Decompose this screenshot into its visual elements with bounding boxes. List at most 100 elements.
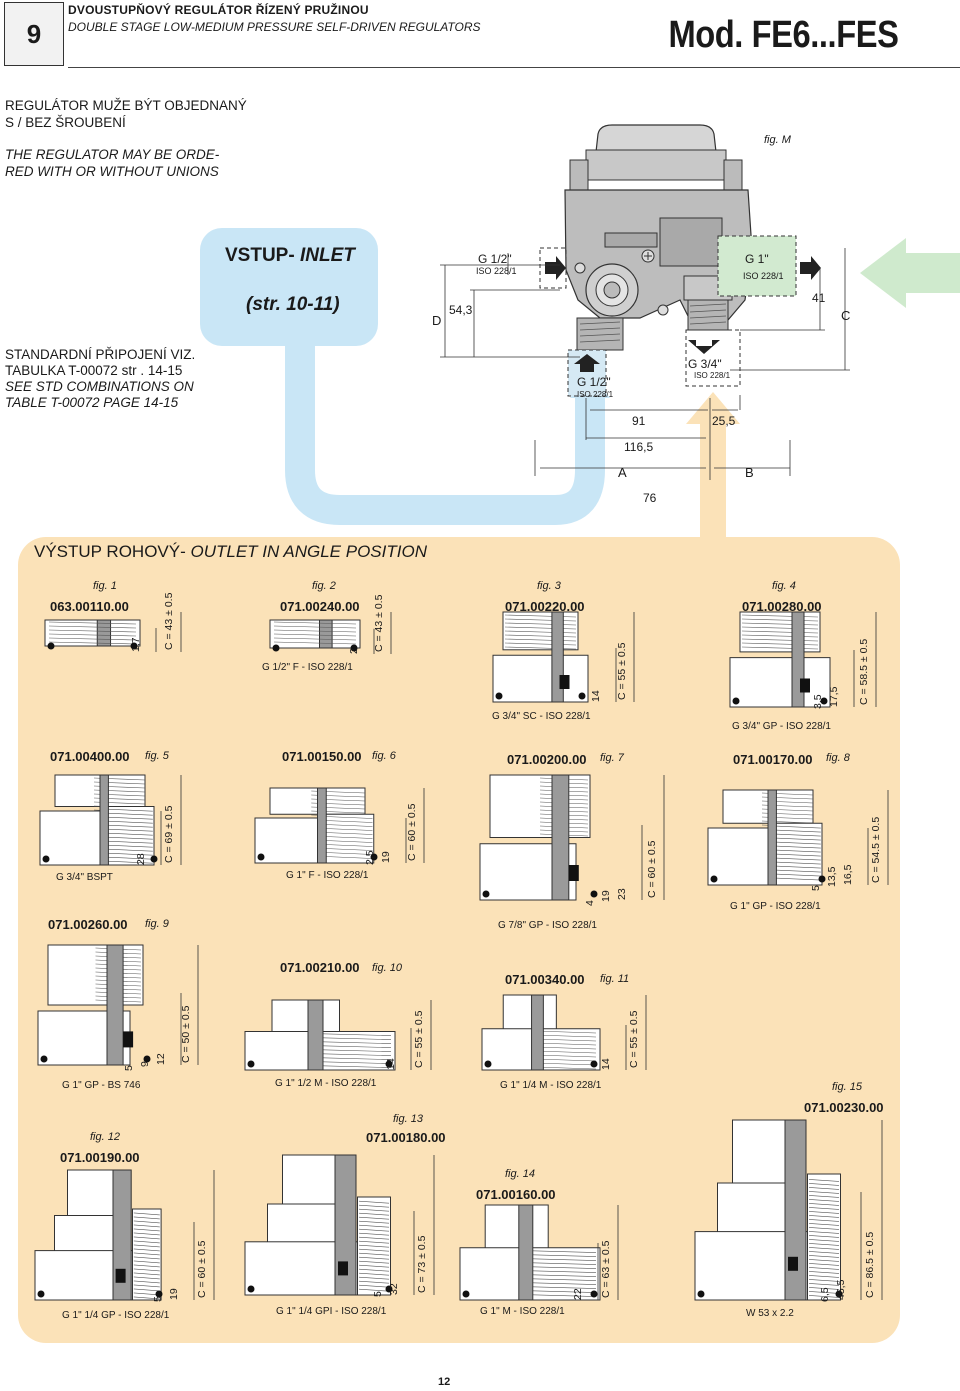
fitting-13-thread [358,1200,390,1292]
fitting-7-section [551,774,570,901]
fitting-9-dim-2: 9 [139,1061,151,1067]
fitting-15-dim-1: 45,5 [835,1279,847,1300]
fitting-3-fig-label: fig. 3 [537,580,561,592]
fitting-3-thread [504,614,577,650]
fitting-9-oring-left [40,1055,48,1063]
order-note-cz-2: S / BEZ ŠROUBENÍ [5,115,126,130]
fitting-10-code: 071.00210.00 [280,960,360,975]
fitting-5-section [99,774,109,866]
fitting-10-section [307,999,324,1071]
fitting-14-spigot [484,1204,549,1253]
fitting-3-section [551,611,564,703]
fitting-11-fig-label: fig. 11 [600,973,630,985]
regulator-drawing [440,124,850,480]
fitting-1-code: 063.00110.00 [50,599,129,614]
fitting-11-code: 071.00340.00 [505,972,585,987]
fitting-4-oring-left [732,697,740,705]
g34-dashed-box [685,329,741,387]
fitting-2-dim-1: 2 [348,648,360,654]
iso-g34-label: ISO 228/1 [694,371,731,380]
fitting-12-code: 071.00190.00 [60,1150,140,1165]
fitting-13-seal [338,1261,348,1276]
fitting-12-oring-right [155,1290,163,1298]
fitting-9-c-value: C = 50 ± 0.5 [180,1005,192,1063]
fitting-1-dim-1: 1,7 [130,637,142,652]
fitting-9-seal [123,1031,134,1048]
fitting-8-oring-left [710,875,718,883]
order-note-en-1: THE REGULATOR MAY BE ORDE- [5,147,220,162]
fitting-2-c-value: C = 43 ± 0.5 [373,594,385,652]
fitting-12-spigot [67,1169,114,1216]
fitting-8-code: 071.00170.00 [733,752,813,767]
flow-out-arrow-icon [800,256,821,280]
fitting-8-dim-1: 16,5 [842,864,854,885]
fitting-1-c-value: C = 43 ± 0.5 [163,592,175,650]
fitting-6-dim-2: 2,5 [364,850,376,865]
fitting-14-dim-1: 22 [572,1288,584,1300]
fitting-3-dim-1: 14 [590,690,602,702]
fitting-10-oring-left [247,1060,255,1068]
fitting-10-c-value: C = 55 ± 0.5 [413,1010,425,1068]
fitting-9-thread-label: G 1" GP - BS 746 [62,1080,141,1091]
iso-bottom-label: ISO 228/1 [577,390,614,399]
fitting-5-c-value: C = 69 ± 0.5 [163,805,175,863]
fitting-7-oring-right [590,890,598,898]
fitting-13-dim-2: 5 [372,1291,384,1297]
fitting-5-tail [105,806,155,866]
g1-label: G 1" [745,252,769,266]
fitting-15-code: 071.00230.00 [804,1100,884,1115]
fitting-6-dim-1: 19 [380,851,392,863]
fitting-7-seal [568,865,579,881]
fitting-3-code: 071.00220.00 [505,599,585,614]
page-section-box: 9 [4,2,64,66]
std-note-cz-2: TABULKA T-00072 str . 14-15 [5,363,183,378]
fitting-8-oring-right [818,875,826,883]
fitting-5-thread-label: G 3/4" BSPT [56,872,113,883]
fitting-5-oring-left [42,855,50,863]
fitting-5-dim-1: 28 [135,853,147,865]
right-inlet-arrowhead [860,238,906,308]
fig-m-label: fig. M [764,134,791,146]
right-inlet-pipe [900,253,960,293]
fitting-8-dim-3: 5 [810,885,822,891]
fitting-4-code: 071.00280.00 [742,599,822,614]
fitting-13-code: 071.00180.00 [366,1130,446,1145]
bottom-in-arrow-icon [574,354,600,372]
fitting-2-fig-label: fig. 2 [312,580,336,592]
fitting-7-c-value: C = 60 ± 0.5 [646,840,658,898]
outlet-flow-arrowhead [686,392,740,424]
fitting-12-section [112,1169,132,1301]
fitting-13-spigot [282,1154,336,1205]
fitting-8-thread-label: G 1" GP - ISO 228/1 [730,901,821,912]
fitting-14-oring-left [462,1290,470,1298]
fitting-10-dim-1: 14 [385,1058,397,1070]
fitting-3-oring-left [495,692,503,700]
fitting-8-tail-thread [775,825,821,881]
fitting-5-oring-right [150,855,158,863]
fitting-6-tail-thread [324,816,373,859]
fitting-12-seal [115,1268,126,1283]
fitting-4-thread [741,614,819,650]
header-title-cz: DVOUSTUPŇOVÝ REGULÁTOR ŘÍZENÝ PRUŽINOU [68,3,369,17]
fitting-11-oring-right [590,1060,598,1068]
fitting-8-fig-label: fig. 8 [826,752,850,764]
fitting-14-thread [522,1250,597,1297]
model-name: Mod. FE6...FES [667,14,898,56]
outlet-title: VÝSTUP ROHOVÝ- OUTLET IN ANGLE POSITION [34,542,427,562]
fitting-11-thread-label: G 1" 1/4 M - ISO 228/1 [500,1080,602,1091]
fitting-15-seal [788,1256,798,1271]
fitting-9-dim-1: 12 [155,1053,167,1065]
fitting-5-tail-thread [107,808,153,864]
dim-76: 76 [643,491,657,505]
fitting-4-dim-2: 3,5 [812,694,824,709]
inlet-panel [200,228,378,346]
header-rule [68,67,960,68]
fitting-11-section [531,994,544,1071]
dim-116-5: 116,5 [624,440,654,454]
fitting-7-fig-label: fig. 7 [600,752,624,764]
fitting-12-dim-1: 19 [168,1288,180,1300]
fitting-9-section [106,944,124,1066]
dim-41: 41 [812,291,826,305]
fitting-11-thread [535,1030,597,1070]
fitting-13-oring-right [385,1285,393,1293]
